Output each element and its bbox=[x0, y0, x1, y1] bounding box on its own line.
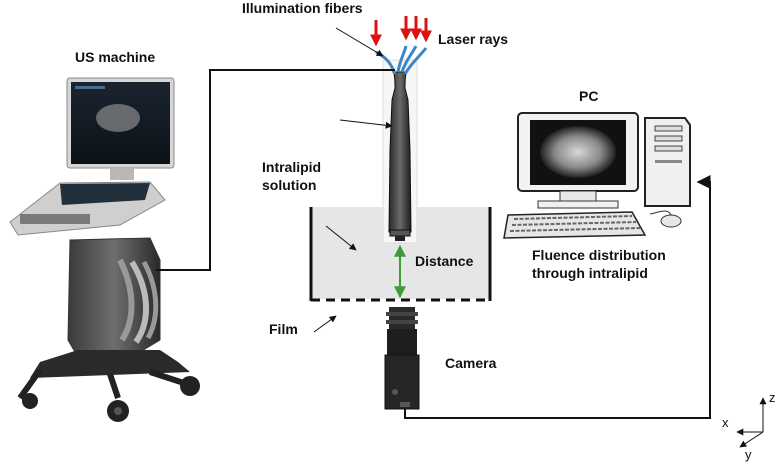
axis-label-x: x bbox=[722, 415, 729, 430]
label-fluence-line1: Fluence distribution bbox=[532, 247, 666, 263]
label-film: Film bbox=[269, 321, 298, 337]
label-illumination-fibers: Illumination fibers bbox=[242, 0, 363, 16]
label-pc: PC bbox=[579, 88, 599, 104]
pc bbox=[503, 112, 691, 239]
label-distance: Distance bbox=[415, 253, 474, 269]
ultrasound-probe bbox=[382, 59, 418, 244]
label-fluence-line2: through intralipid bbox=[532, 265, 648, 281]
axis-label-y: y bbox=[745, 447, 752, 462]
label-intralipid-line1: Intralipid bbox=[262, 159, 322, 175]
label-intralipid-line2: solution bbox=[262, 177, 317, 193]
leader-lines bbox=[313, 27, 393, 333]
camera bbox=[384, 307, 420, 410]
label-us-machine: US machine bbox=[75, 49, 156, 65]
label-camera: Camera bbox=[445, 355, 497, 371]
us-machine bbox=[9, 77, 200, 422]
cables bbox=[156, 69, 711, 419]
axis-label-z: z bbox=[769, 390, 776, 405]
label-laser-rays: Laser rays bbox=[438, 31, 509, 47]
laser-rays bbox=[370, 16, 432, 47]
coordinate-axes bbox=[736, 397, 767, 448]
